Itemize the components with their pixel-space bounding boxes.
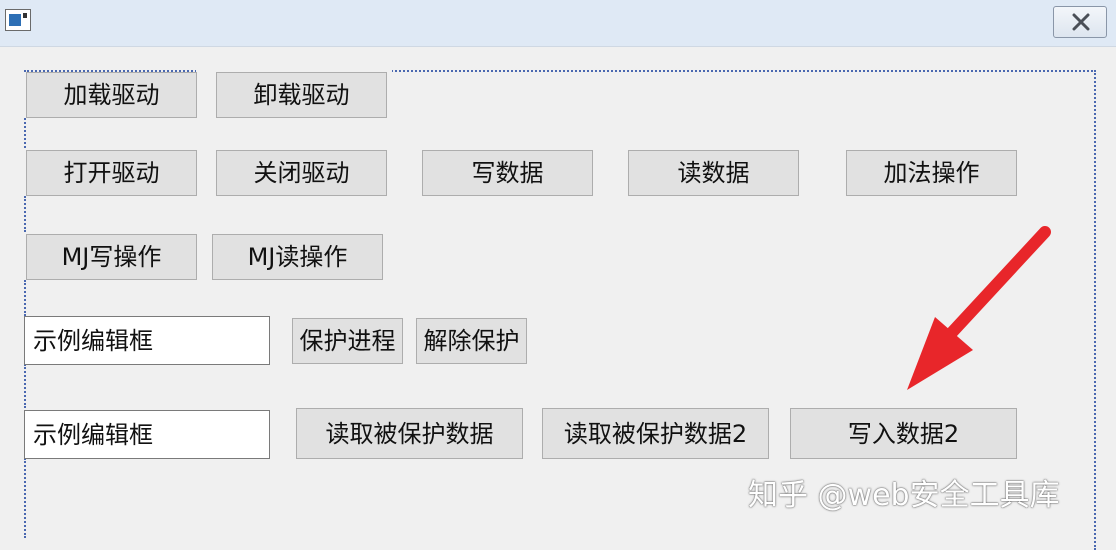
watermark: 知乎 @web安全工具库: [748, 478, 1060, 513]
mj-write-button[interactable]: MJ写操作: [26, 234, 197, 280]
protect-process-button[interactable]: 保护进程: [292, 318, 403, 364]
example-edit-field-1[interactable]: 示例编辑框: [24, 316, 270, 365]
example-edit-field-2[interactable]: 示例编辑框: [24, 410, 270, 459]
open-driver-button[interactable]: 打开驱动: [26, 150, 197, 196]
group-frame: [24, 70, 1096, 550]
add-operation-button[interactable]: 加法操作: [846, 150, 1017, 196]
frame-dots: [24, 280, 26, 316]
red-arrow-annotation: [907, 226, 1051, 390]
frame-dots: [24, 118, 26, 148]
write-data-button[interactable]: 写数据: [422, 150, 593, 196]
title-bar: [0, 0, 1116, 47]
frame-dots: [24, 196, 26, 232]
mj-read-button[interactable]: MJ读操作: [212, 234, 383, 280]
read-protected-data-2-button[interactable]: 读取被保护数据2: [542, 408, 769, 459]
remove-protection-button[interactable]: 解除保护: [416, 318, 527, 364]
close-icon: [1072, 13, 1090, 31]
unload-driver-button[interactable]: 卸载驱动: [216, 72, 387, 118]
app-icon: [5, 9, 31, 31]
load-driver-button[interactable]: 加载驱动: [26, 72, 197, 118]
read-protected-data-button[interactable]: 读取被保护数据: [296, 408, 523, 459]
frame-dots: [24, 364, 26, 408]
read-data-button[interactable]: 读数据: [628, 150, 799, 196]
write-data-2-button[interactable]: 写入数据2: [790, 408, 1017, 459]
close-button[interactable]: [1053, 6, 1107, 38]
close-driver-button[interactable]: 关闭驱动: [216, 150, 387, 196]
frame-dots: [24, 458, 26, 538]
